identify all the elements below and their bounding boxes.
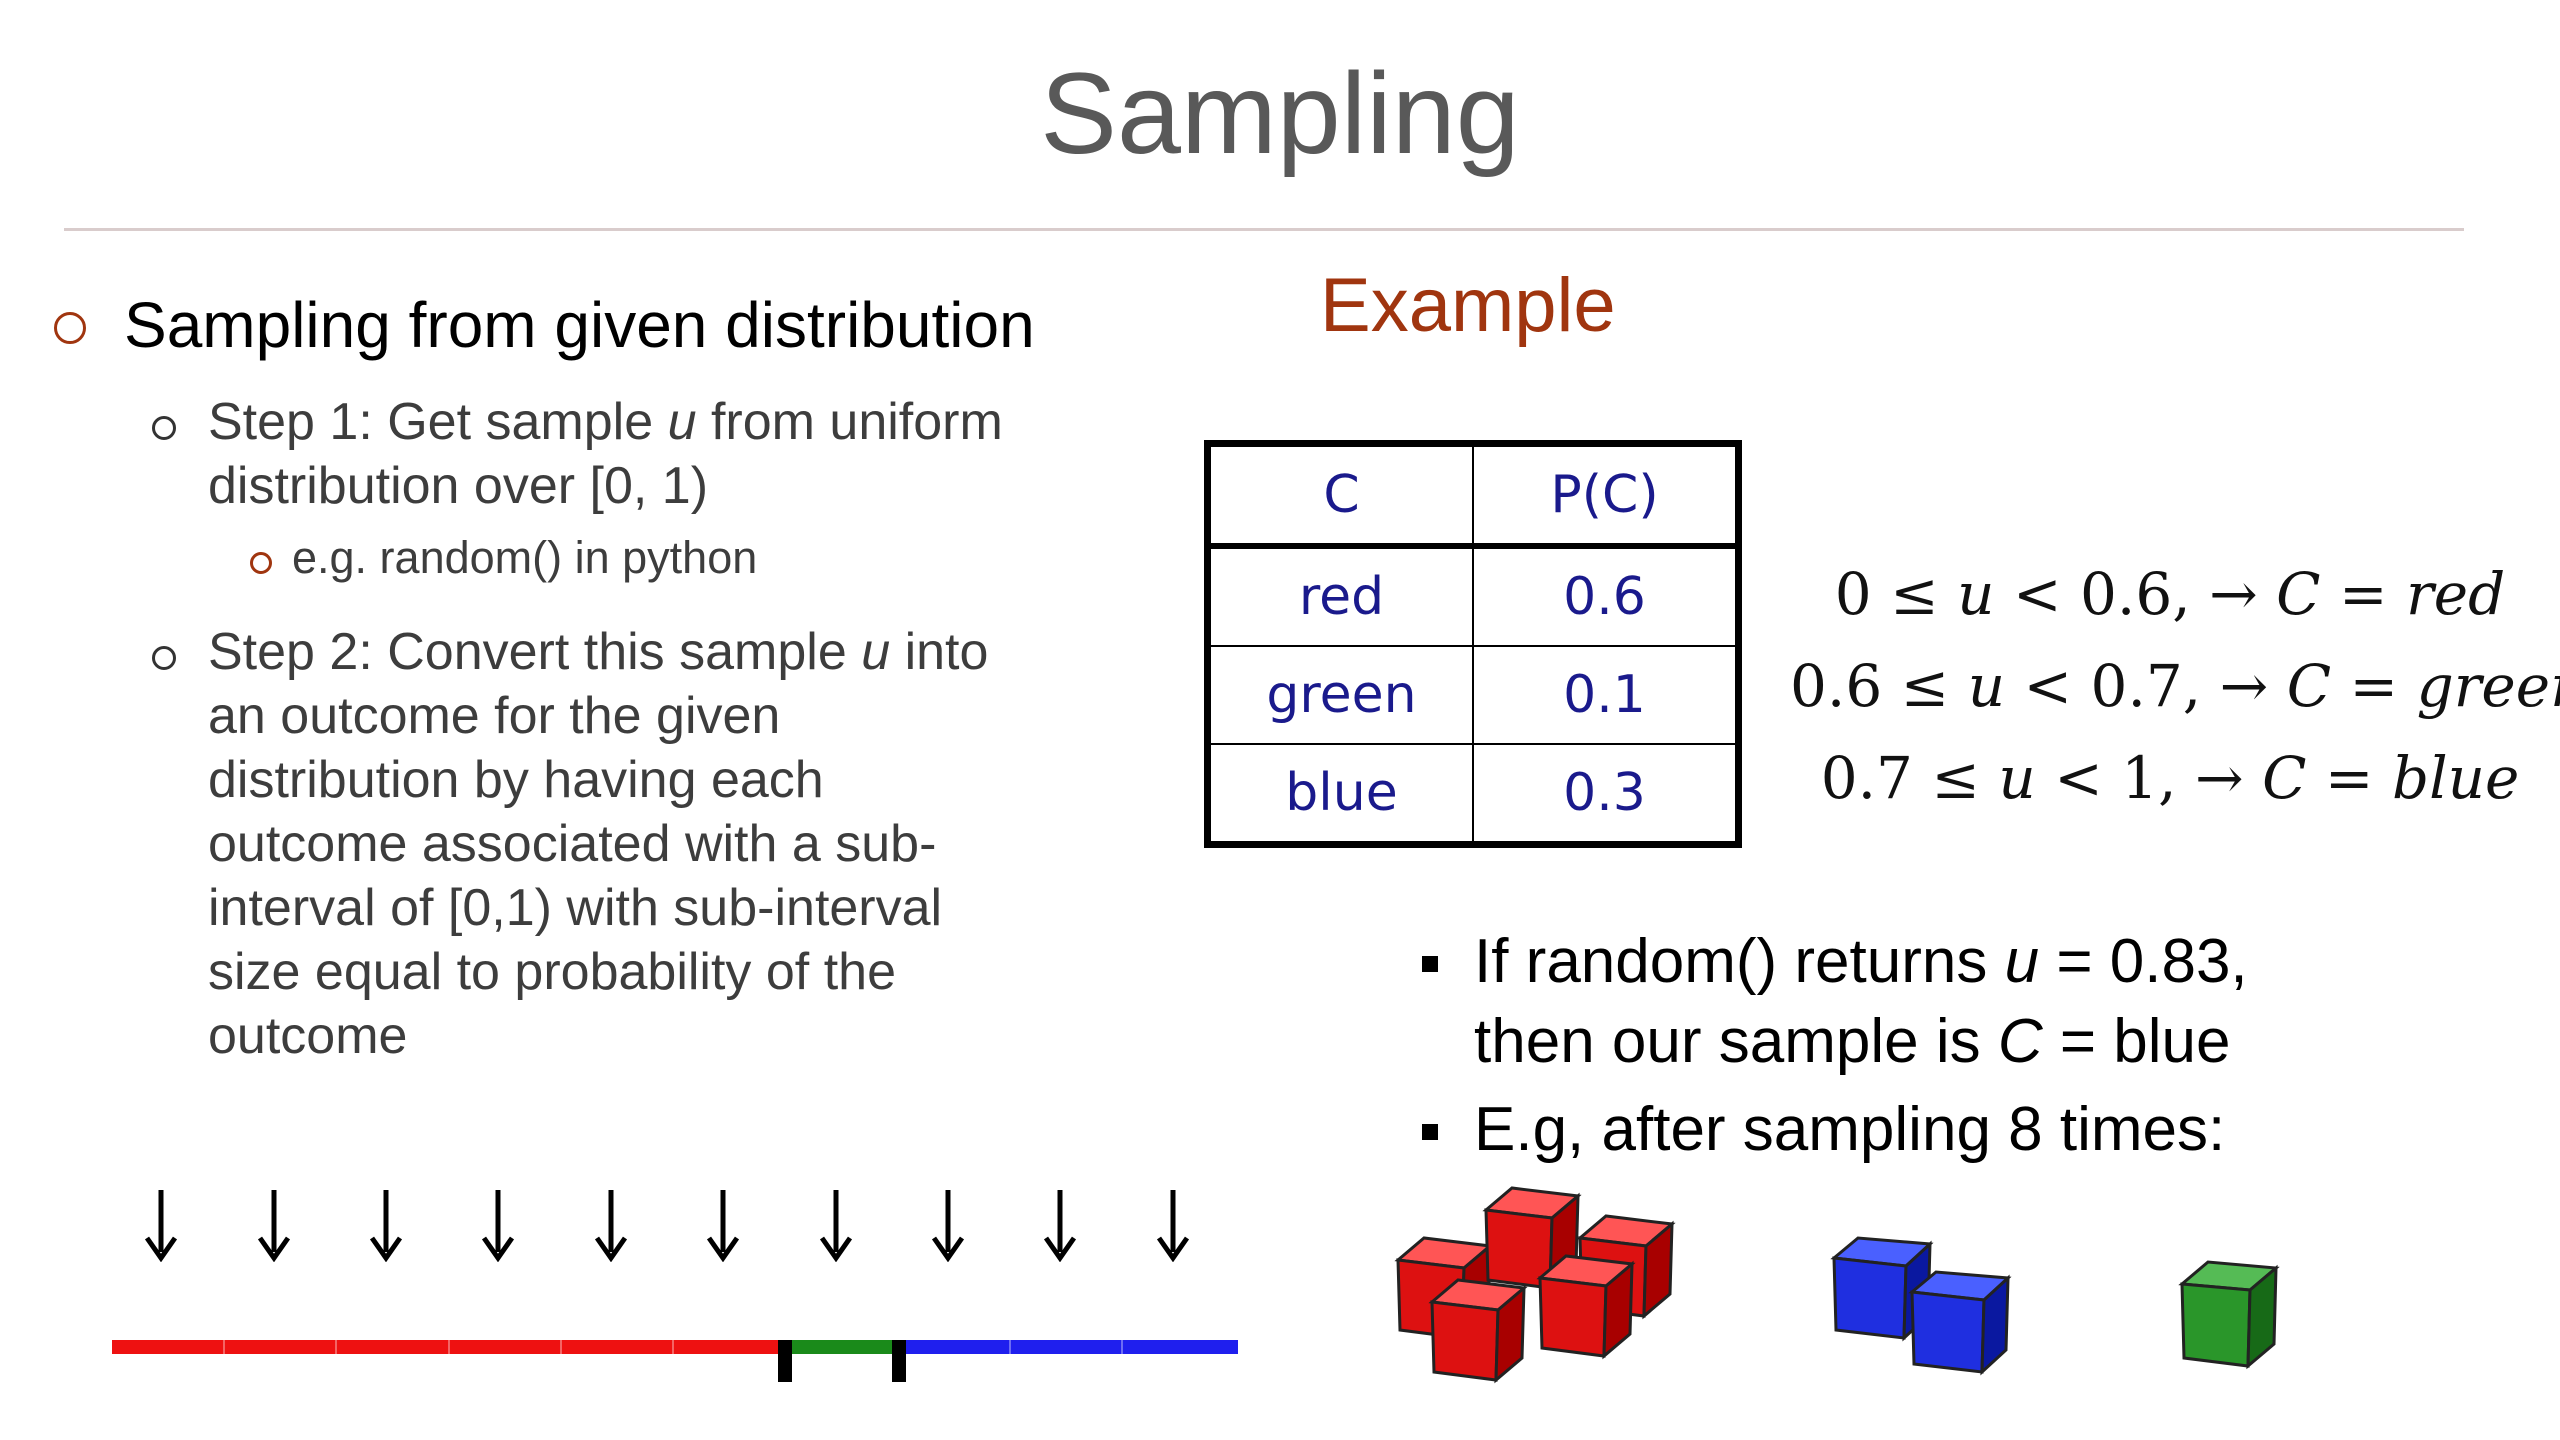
eq-mid: < 1, → — [2035, 744, 2263, 812]
ring-bullet-icon — [152, 416, 176, 440]
step2-var-u: u — [861, 623, 891, 681]
equation-green: 0.6 ≤ u < 0.7, → C = green — [1790, 652, 2560, 720]
step1-var-u: u — [667, 393, 697, 451]
down-arrow-icon — [369, 1190, 403, 1262]
table-cell: red — [1206, 545, 1474, 647]
eq-cvar: C — [2286, 652, 2332, 720]
result-line1: If random() returns u = 0.83, — [1474, 922, 2248, 1002]
down-arrow-icon — [931, 1190, 965, 1262]
eq-lhs: 0.7 ≤ — [1820, 744, 1999, 812]
step2-line: an outcome for the given — [208, 687, 781, 745]
step2-line1-post: into — [890, 623, 989, 681]
square-bullet-icon — [1422, 956, 1438, 972]
eq-lhs: 0 ≤ — [1834, 560, 1958, 628]
blue-cubes-group — [1832, 1236, 2010, 1374]
eq-equals: = — [2306, 744, 2392, 812]
example-heading: Example — [1320, 263, 1616, 348]
result-line2: then our sample is C = blue — [1474, 1002, 2248, 1082]
eq-cvar: C — [2276, 560, 2321, 628]
down-arrow-icon — [594, 1190, 628, 1262]
equation-blue: 0.7 ≤ u < 1, → C = blue — [1790, 744, 2550, 812]
after-sampling-text: E.g, after sampling 8 times: — [1474, 1095, 2226, 1164]
eq-var: u — [1998, 744, 2036, 812]
table-row: green 0.1 — [1206, 645, 1740, 745]
down-arrow-icon — [257, 1190, 291, 1262]
interval-green — [786, 1340, 898, 1354]
main-bullet-text: Sampling from given distribution — [124, 289, 1035, 361]
step2-line: outcome associated with a sub- — [208, 815, 937, 873]
step1-sub-text: e.g. random() in python — [292, 532, 758, 583]
eq-val: blue — [2391, 744, 2520, 812]
table-row: red 0.6 — [1206, 545, 1740, 647]
step2-line1: Step 2: Convert this sample u into — [208, 620, 988, 684]
red-cubes-group — [1396, 1186, 1674, 1382]
eq-var: u — [1967, 652, 2006, 720]
result-line1-post: = 0.83, — [2039, 927, 2248, 996]
step1-line1: Step 1: Get sample u from uniform — [208, 390, 1003, 454]
cube-icon — [1430, 1278, 1526, 1382]
step1-line1-post: from uniform — [696, 393, 1003, 451]
interval-red — [112, 1340, 786, 1354]
boundary-marker — [778, 1340, 792, 1382]
down-arrow-icon — [144, 1190, 178, 1262]
result-var-c: C — [1997, 1007, 2043, 1076]
cube-icon — [1910, 1270, 2010, 1374]
result-var-u: u — [2004, 927, 2040, 996]
eq-var: u — [1957, 560, 1995, 628]
ring-bullet-icon — [54, 312, 86, 344]
step2-line: interval of [0,1) with sub-interval — [208, 879, 943, 937]
result-line1-pre: If random() returns — [1474, 927, 2005, 996]
down-arrow-icon — [819, 1190, 853, 1262]
table-cell: 0.3 — [1472, 743, 1740, 846]
table-cell: 0.1 — [1472, 645, 1740, 745]
eq-equals: = — [2331, 652, 2417, 720]
step1-line1-pre: Step 1: Get sample — [208, 393, 668, 451]
interval-ticks — [223, 1340, 1123, 1354]
title-divider — [64, 228, 2464, 231]
equation-red: 0 ≤ u < 0.6, → C = red — [1790, 560, 2550, 628]
cube-icon — [1538, 1254, 1634, 1358]
step1-line2: distribution over [0, 1) — [208, 457, 709, 515]
down-arrow-icon — [1156, 1190, 1190, 1262]
probability-table: C P(C) red 0.6 green 0.1 blue 0.3 — [1204, 440, 1742, 848]
eq-cvar: C — [2262, 744, 2307, 812]
result-text: If random() returns u = 0.83, then our s… — [1474, 922, 2248, 1082]
result-line2-post: = blue — [2042, 1007, 2231, 1076]
cube-icon — [2178, 1260, 2280, 1370]
result-line2-pre: then our sample is — [1474, 1007, 1998, 1076]
step1-text: Step 1: Get sample u from uniform distri… — [208, 390, 1003, 518]
table-header-cell: P(C) — [1472, 442, 1740, 549]
eq-val: green — [2416, 652, 2560, 720]
ring-bullet-icon — [152, 646, 176, 670]
step2-line: distribution by having each — [208, 751, 824, 809]
slide-title: Sampling — [1040, 50, 1520, 178]
table-cell: green — [1206, 645, 1474, 745]
eq-equals: = — [2320, 560, 2407, 628]
table-cell: blue — [1206, 743, 1474, 846]
table-cell: 0.6 — [1472, 545, 1740, 647]
ring-bullet-icon — [250, 552, 272, 574]
step2-line: outcome — [208, 1007, 408, 1065]
down-arrow-icon — [1043, 1190, 1077, 1262]
eq-lhs: 0.6 ≤ — [1790, 652, 1968, 720]
table-header-cell: C — [1206, 442, 1474, 549]
down-arrow-icon — [481, 1190, 515, 1262]
down-arrow-icon — [706, 1190, 740, 1262]
table-row: blue 0.3 — [1206, 743, 1740, 846]
square-bullet-icon — [1422, 1124, 1438, 1140]
green-cubes-group — [2178, 1260, 2280, 1370]
eq-mid: < 0.6, → — [1994, 560, 2277, 628]
eq-mid: < 0.7, → — [2005, 652, 2287, 720]
step2-line: size equal to probability of the — [208, 943, 896, 1001]
step2-line1-pre: Step 2: Convert this sample — [208, 623, 862, 681]
step2-text: Step 2: Convert this sample u into an ou… — [208, 620, 988, 1068]
interval-blue — [898, 1340, 1238, 1354]
boundary-marker — [892, 1340, 906, 1382]
eq-val: red — [2406, 560, 2506, 628]
table-header-row: C P(C) — [1206, 442, 1740, 549]
unit-interval-bar — [112, 1340, 1238, 1382]
